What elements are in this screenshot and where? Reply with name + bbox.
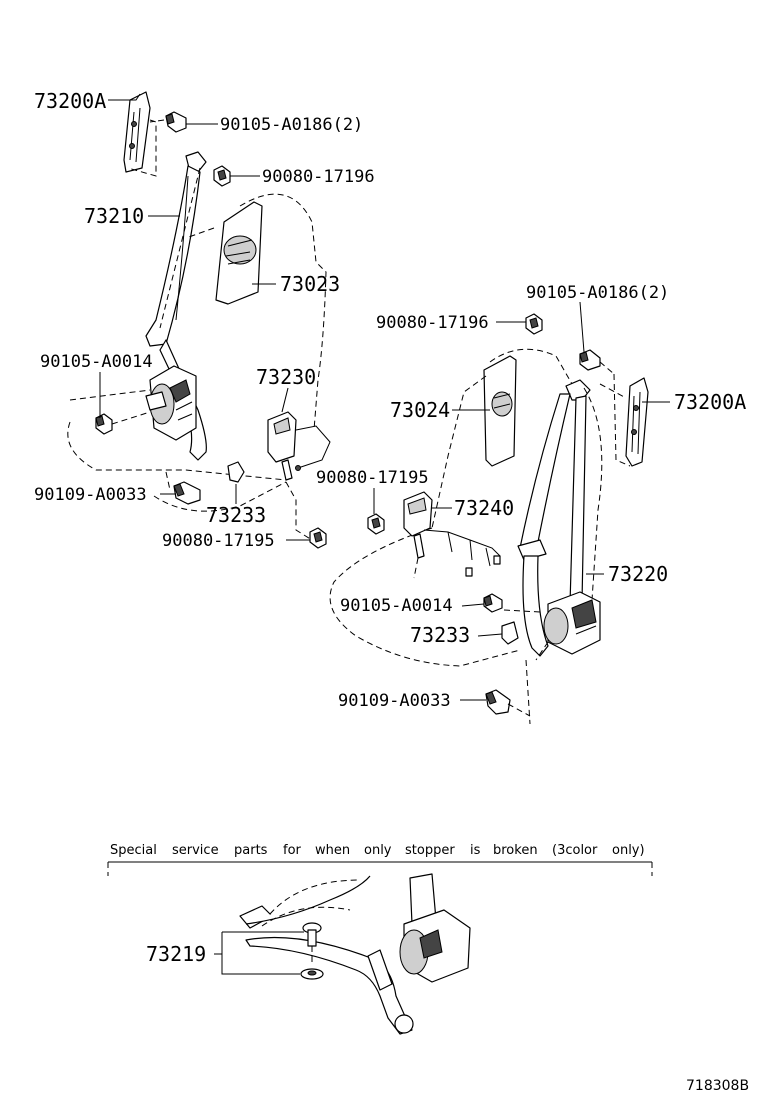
left-buckle-nut xyxy=(309,527,327,549)
diagram-reference-number: 718308B xyxy=(686,1078,749,1094)
right-belt-assembly xyxy=(329,313,649,725)
right-retractor xyxy=(535,591,601,661)
label-90109-A0033-left: 90109-A0033 xyxy=(34,485,147,505)
right-anchor-cover xyxy=(501,621,519,645)
note-word-9: broken xyxy=(493,843,538,858)
right-anchor-nut xyxy=(525,313,543,335)
label-90080-17195-left: 90080-17195 xyxy=(162,531,275,551)
left-pillar-trim xyxy=(185,193,327,431)
right-adjuster-bolt xyxy=(579,349,615,375)
part-labels: 73200A 90105-A0186(2) 90080-17196 73210 … xyxy=(34,89,746,966)
label-90105-A0186-left: 90105-A0186(2) xyxy=(220,115,363,135)
note-word-2: service xyxy=(172,843,219,858)
note-word-11: only) xyxy=(612,843,645,858)
left-anchor-nut xyxy=(213,165,231,187)
label-73200A-right: 73200A xyxy=(674,390,746,414)
label-73233-right: 73233 xyxy=(410,623,470,647)
label-73219: 73219 xyxy=(146,942,206,966)
label-90080-17196-left: 90080-17196 xyxy=(262,167,375,187)
note-word-5: when xyxy=(315,843,350,858)
label-90109-A0033-right: 90109-A0033 xyxy=(338,691,451,711)
label-73230: 73230 xyxy=(256,365,316,389)
left-buckle xyxy=(267,411,331,541)
special-service-box xyxy=(107,861,653,1035)
label-73023: 73023 xyxy=(280,272,340,296)
left-retractor-bolt xyxy=(69,389,151,435)
note-word-6: only xyxy=(364,843,392,858)
note-word-10: (3color xyxy=(552,843,598,858)
left-anchor-bolt xyxy=(153,481,287,512)
note-word-8: is xyxy=(470,843,481,858)
left-height-adjuster xyxy=(123,91,157,177)
note-word-7: stopper xyxy=(405,843,455,858)
right-pillar-trim xyxy=(431,348,573,529)
right-retractor-bolt xyxy=(483,593,503,613)
right-height-adjuster xyxy=(599,373,649,467)
label-73024: 73024 xyxy=(390,398,450,422)
stopper-button-parts xyxy=(300,922,324,980)
left-retractor xyxy=(145,365,197,441)
left-anchor-cover xyxy=(227,461,245,483)
note-word-4: for xyxy=(283,843,302,858)
right-leader-lines xyxy=(373,301,670,701)
label-90105-A0186-right: 90105-A0186(2) xyxy=(526,283,669,303)
right-anchor-bolt xyxy=(485,689,531,717)
special-service-note: Special service parts for when only stop… xyxy=(110,843,645,858)
label-90105-A0014-right: 90105-A0014 xyxy=(340,596,453,616)
label-73220: 73220 xyxy=(608,562,668,586)
note-word-3: parts xyxy=(234,843,268,858)
label-90080-17195-right: 90080-17195 xyxy=(316,468,429,488)
label-73233-left: 73233 xyxy=(206,503,266,527)
label-90080-17196-right: 90080-17196 xyxy=(376,313,489,333)
label-73200A-left: 73200A xyxy=(34,89,106,113)
left-belt-assembly xyxy=(67,91,331,549)
right-buckle-nut xyxy=(367,513,385,535)
right-buckle xyxy=(403,491,501,579)
label-73240: 73240 xyxy=(454,496,514,520)
left-adjuster-bolt xyxy=(149,111,187,133)
note-word-1: Special xyxy=(110,843,157,858)
left-leader-lines xyxy=(99,93,310,541)
label-90105-A0014-left: 90105-A0014 xyxy=(40,352,153,372)
label-73210: 73210 xyxy=(84,204,144,228)
